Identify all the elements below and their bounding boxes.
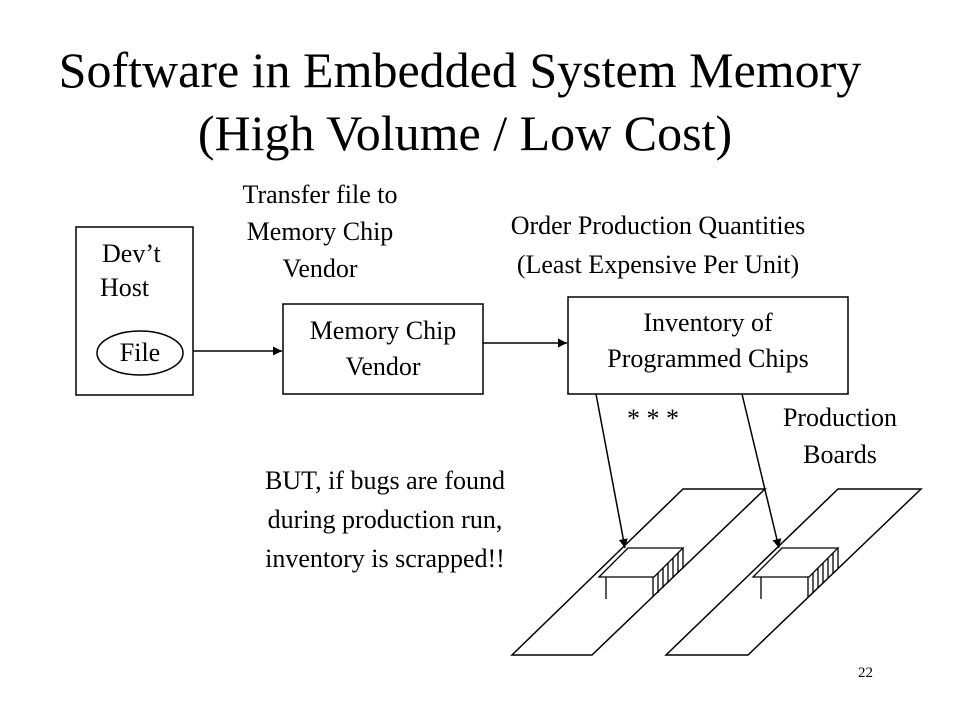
file-ellipse	[96, 330, 184, 376]
file-label: File	[119, 338, 161, 367]
arrow-inventory-to-chip-right	[741, 393, 782, 549]
inventory-box	[567, 296, 849, 395]
order-label-line1: Order Production Quantities	[510, 211, 806, 240]
slide-title-line1: Software in Embedded System Memory	[58, 42, 862, 98]
slide-title-line2: (High Volume / Low Cost)	[197, 105, 733, 161]
memory-chip-right	[751, 547, 840, 599]
vendor-box	[282, 303, 484, 395]
transfer-label-line3: Vendor	[282, 254, 358, 283]
production-boards-label-line1: Production	[782, 403, 898, 432]
vendor-box-label-line2: Vendor	[345, 352, 421, 381]
production-board-left	[510, 488, 767, 656]
inventory-box-label-line1: Inventory of	[643, 308, 773, 337]
warning-text-line1: BUT, if bugs are found	[265, 466, 505, 495]
warning-text-line2: during production run,	[267, 505, 503, 534]
inventory-box-label-line2: Programmed Chips	[607, 344, 809, 373]
dev-host-box	[75, 226, 194, 396]
page-number: 22	[858, 665, 873, 681]
ellipsis-stars: * * *	[627, 404, 679, 433]
arrow-inventory-to-chip-left	[595, 393, 628, 549]
transfer-label-line1: Transfer file to	[242, 180, 398, 209]
vendor-box-label-line1: Memory Chip	[309, 316, 457, 345]
order-label-line2: (Least Expensive Per Unit)	[516, 250, 800, 279]
production-board-right	[664, 488, 923, 656]
transfer-label-line2: Memory Chip	[246, 217, 394, 246]
dev-host-label-line2: Host	[100, 273, 150, 302]
production-boards-label-line2: Boards	[803, 440, 877, 469]
warning-text-line3: inventory is scrapped!!	[265, 544, 505, 573]
dev-host-label-line1: Dev’t	[102, 239, 161, 268]
memory-chip-left	[597, 547, 685, 599]
